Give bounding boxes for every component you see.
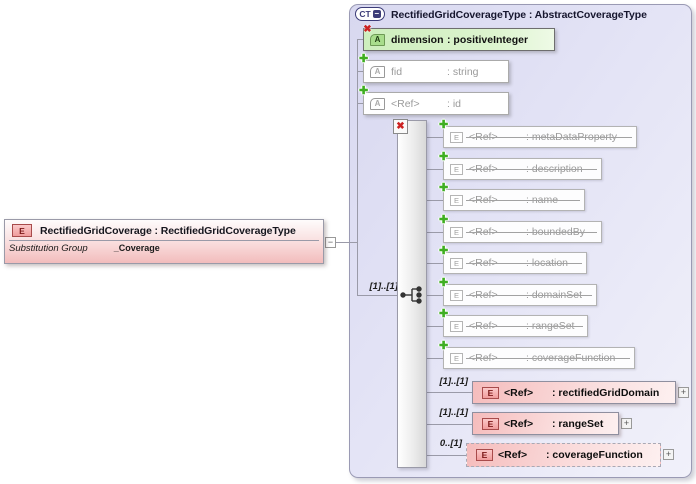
sequence-cardinality: [1]..[1] — [369, 281, 399, 292]
cardinality-label: [1]..[1] — [439, 376, 469, 387]
sequence-icon — [400, 286, 422, 304]
add-icon: ✚ — [439, 277, 449, 289]
element-name: <Ref> — [504, 417, 534, 430]
add-icon: ✚ — [439, 151, 449, 163]
connector-stub-row4 — [427, 232, 443, 233]
connector-element-to-type — [336, 242, 357, 243]
element-type: : rangeSet — [552, 417, 604, 430]
connector-stub-el2 — [427, 424, 472, 425]
global-element-title: RectifiedGridCoverage : RectifiedGridCov… — [40, 224, 296, 237]
strike-line — [466, 232, 597, 233]
blocked-element-metaDataProperty[interactable]: E <Ref> : metaDataProperty — [443, 126, 637, 148]
element-name: <Ref> — [498, 449, 528, 461]
attribute-icon: A — [370, 65, 385, 78]
attribute-type: : id — [447, 97, 462, 110]
element-icon: E — [450, 257, 463, 269]
complex-type-badge-label: CT — [359, 8, 371, 19]
blocked-element-rangeSet[interactable]: E <Ref> : rangeSet — [443, 315, 588, 337]
add-icon: ✚ — [359, 85, 369, 97]
element-row-rectifiedGridDomain[interactable]: E <Ref> : rectifiedGridDomain — [472, 381, 676, 404]
add-icon: ✚ — [439, 182, 449, 194]
element-row-coverageFunction-optional[interactable]: E <Ref> : coverageFunction — [466, 443, 661, 467]
blocked-element-boundedBy[interactable]: E <Ref> : boundedBy — [443, 221, 602, 243]
attribute-icon: A — [370, 97, 385, 110]
cardinality-label: 0..[1] — [439, 438, 462, 449]
substitution-group-value: _Coverage — [113, 243, 160, 253]
collapse-icon[interactable]: − — [325, 237, 336, 248]
element-icon: E — [450, 289, 463, 301]
add-icon: ✚ — [439, 119, 449, 131]
add-icon: ✚ — [439, 214, 449, 226]
blocked-x-icon: ✖ — [393, 119, 408, 134]
expand-icon[interactable]: + — [678, 387, 689, 398]
blocked-element-domainSet[interactable]: E <Ref> : domainSet — [443, 284, 597, 306]
add-icon: ✚ — [439, 245, 449, 257]
element-icon: E — [450, 194, 463, 206]
collapse-icon[interactable]: − — [372, 9, 381, 18]
connector-stub-attr2 — [357, 71, 363, 72]
blocked-element-description[interactable]: E <Ref> : description — [443, 158, 602, 180]
attribute-name: dimension — [391, 33, 444, 46]
element-icon: E — [482, 386, 499, 399]
element-row-rangeSet[interactable]: E <Ref> : rangeSet — [472, 412, 619, 435]
connector-stub-row8 — [427, 358, 443, 359]
element-type: : rectifiedGridDomain — [552, 386, 660, 399]
element-icon: E — [476, 449, 493, 461]
element-icon: E — [450, 352, 463, 364]
attribute-type: : positiveInteger — [447, 33, 529, 46]
expand-icon[interactable]: + — [621, 418, 632, 429]
attribute-row-dimension[interactable]: A dimension : positiveInteger — [363, 28, 555, 51]
connector-stub-row3 — [427, 200, 443, 201]
attribute-row-ref-id[interactable]: A <Ref> : id — [363, 92, 509, 115]
strike-line — [466, 263, 582, 264]
global-element-box[interactable]: E RectifiedGridCoverage : RectifiedGridC… — [4, 219, 324, 264]
complex-type-badge[interactable]: CT − — [355, 7, 385, 21]
strike-line — [466, 200, 580, 201]
connector-stub-attr3 — [357, 103, 363, 104]
connector-stub-row6 — [427, 295, 443, 296]
element-icon: E — [482, 417, 499, 430]
attribute-icon: A — [370, 33, 385, 46]
strike-line — [466, 295, 592, 296]
attribute-row-fid[interactable]: A fid : string — [363, 60, 509, 83]
expand-icon[interactable]: + — [663, 449, 674, 460]
strike-line — [466, 358, 630, 359]
blocked-element-coverageFunction[interactable]: E <Ref> : coverageFunction — [443, 347, 635, 369]
connector-stub-row7 — [427, 326, 443, 327]
element-icon: E — [450, 320, 463, 332]
add-icon: ✚ — [439, 308, 449, 320]
element-icon: E — [450, 226, 463, 238]
connector-stub-attr1 — [357, 39, 363, 40]
strike-line — [466, 169, 597, 170]
attribute-name: <Ref> — [391, 97, 420, 110]
required-x-icon: ✖ — [363, 24, 372, 35]
divider — [9, 240, 319, 241]
add-icon: ✚ — [439, 340, 449, 352]
element-type: : coverageFunction — [546, 449, 643, 461]
element-icon: E — [450, 163, 463, 175]
attribute-name: fid — [391, 65, 403, 78]
element-name: <Ref> — [504, 386, 534, 399]
connector-stub-row5 — [427, 263, 443, 264]
connector-trunk — [357, 39, 358, 296]
connector-stub-el1 — [427, 392, 472, 393]
strike-line — [466, 326, 583, 327]
strike-line — [466, 137, 632, 138]
blocked-element-location[interactable]: E <Ref> : location — [443, 252, 587, 274]
connector-stub-row1 — [427, 137, 443, 138]
substitution-group-label: Substitution Group — [9, 243, 88, 254]
connector-stub-row2 — [427, 169, 443, 170]
element-icon: E — [12, 224, 32, 237]
add-icon: ✚ — [359, 53, 369, 65]
complex-type-title: RectifiedGridCoverageType : AbstractCove… — [391, 9, 647, 21]
blocked-element-name[interactable]: E <Ref> : name — [443, 189, 585, 211]
attribute-type: : string — [447, 65, 479, 78]
connector-stub-el3 — [427, 455, 466, 456]
connector-to-sequence — [357, 295, 401, 296]
element-icon: E — [450, 131, 463, 143]
cardinality-label: [1]..[1] — [439, 407, 469, 418]
